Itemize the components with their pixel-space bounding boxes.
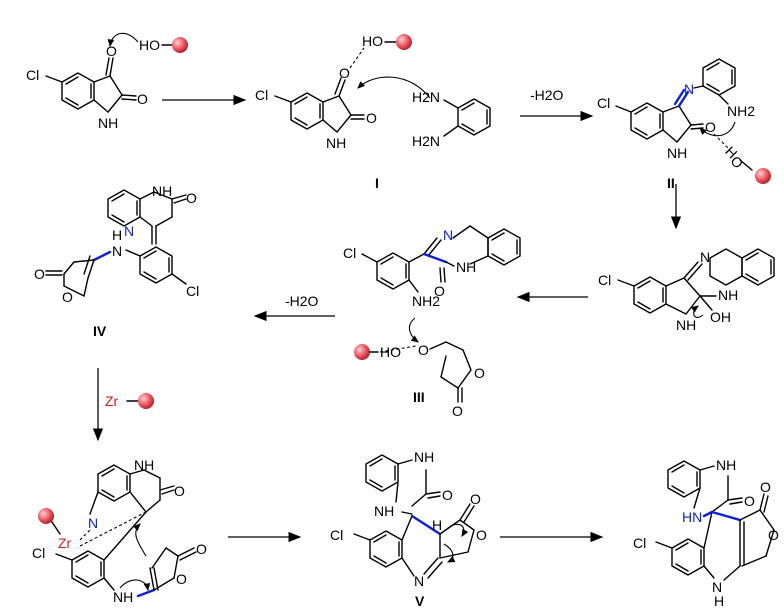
catalyst-zr: Zr: [105, 393, 154, 409]
structure-intermediate-iii: Cl N NH O NH2 HO O O O: [343, 225, 521, 419]
compound-label-ii: II: [667, 175, 675, 191]
label-n: N: [124, 223, 134, 239]
label-hn: HN: [682, 509, 702, 525]
label-nh: NH: [676, 317, 696, 333]
structure-o-phenylenediamine: H2N H2N: [412, 89, 491, 149]
label-cl: Cl: [186, 283, 199, 299]
catalyst-sphere-icon: [354, 344, 370, 360]
catalyst-sphere-icon: [172, 37, 188, 53]
label-o: O: [137, 91, 148, 107]
label-n: N: [712, 579, 722, 595]
label-n: N: [112, 243, 122, 259]
catalyst-sphere-icon: [38, 508, 54, 524]
compound-label-v: V: [415, 593, 425, 609]
structure-chloroisatin: Cl O O NH: [26, 43, 148, 131]
label-o: O: [186, 190, 197, 206]
label-nh: NH: [152, 183, 172, 199]
structure-intermediate-i: Cl O O NH HO: [255, 33, 431, 151]
condition-dehydration: -H2O: [285, 293, 319, 309]
structure-zr-complex: NH O N Zr Cl NH O O: [32, 457, 207, 605]
structure-final-product: NH HN O Cl N H O O: [633, 457, 779, 609]
label-nh: NH: [716, 457, 736, 473]
label-nh: NH: [113, 589, 133, 605]
label-cl: Cl: [255, 87, 268, 103]
catalyst-sphere-icon: [396, 34, 412, 50]
label-cl: Cl: [343, 245, 356, 261]
label-o: O: [366, 110, 377, 126]
label-n: N: [443, 227, 453, 243]
label-nh: NH: [374, 503, 394, 519]
label-o: O: [34, 266, 45, 282]
label-nh2: NH2: [412, 293, 440, 309]
label-o: O: [474, 365, 485, 381]
label-n: N: [414, 573, 424, 589]
label-h2n: H2N: [412, 89, 440, 105]
label-h: H: [112, 227, 122, 243]
label-o: O: [434, 283, 445, 299]
label-nh: NH: [326, 135, 346, 151]
catalyst-ho: HO: [107, 32, 188, 53]
catalyst-sphere-icon: [138, 393, 154, 409]
label-cl: Cl: [32, 545, 45, 561]
structure-cyclized-intermediate: Cl N NH OH NH: [598, 248, 775, 333]
label-o: O: [418, 342, 429, 358]
structure-intermediate-ii: Cl N NH2 O NH H O: [597, 58, 771, 184]
compound-label-iv: IV: [93, 323, 107, 339]
label-o: O: [760, 479, 771, 495]
label-cl: Cl: [26, 67, 39, 83]
label-nh: NH: [98, 115, 118, 131]
condition-dehydration: -H2O: [530, 87, 564, 103]
label-zr: Zr: [58, 535, 72, 551]
label-oh: OH: [710, 309, 731, 325]
label-o: O: [705, 119, 716, 135]
label-nh: NH: [414, 449, 434, 465]
label-n: N: [88, 515, 98, 531]
label-o: O: [470, 491, 481, 507]
label-o: O: [768, 527, 779, 543]
label-nh: NH: [718, 287, 738, 303]
label-nh: NH: [134, 457, 154, 473]
label-o: O: [176, 571, 187, 587]
label-o: O: [62, 289, 73, 305]
label-cl: Cl: [633, 535, 646, 551]
catalyst-sphere-icon: [755, 168, 771, 184]
label-cl: Cl: [598, 272, 611, 288]
label-nh: NH: [667, 145, 687, 161]
label-zr: Zr: [105, 393, 119, 409]
compound-label-iii: III: [413, 389, 425, 405]
label-h2n: H2N: [412, 133, 440, 149]
compound-label-i: I: [375, 175, 379, 191]
label-cl: Cl: [330, 527, 343, 543]
label-o: O: [442, 487, 453, 503]
label-o: O: [174, 483, 185, 499]
label-ho: HO: [362, 33, 383, 49]
label-o: O: [476, 527, 487, 543]
label-h: H: [432, 517, 442, 533]
label-o: O: [744, 493, 755, 509]
structure-intermediate-v: NH NH O Cl N H O O: [330, 449, 487, 589]
label-n: N: [684, 81, 694, 97]
structure-intermediate-iv: NH N O Cl H N O O: [34, 183, 199, 305]
label-o: O: [339, 65, 350, 81]
label-ho: HO: [380, 344, 401, 360]
label-ho: HO: [139, 37, 160, 53]
label-cl: Cl: [597, 95, 610, 111]
label-h: H: [714, 593, 724, 609]
label-nh: NH: [456, 259, 476, 275]
label-nh2: NH2: [727, 103, 755, 119]
label-o: O: [452, 403, 463, 419]
label-n: N: [700, 249, 710, 265]
label-o: O: [106, 43, 117, 59]
label-o: O: [196, 541, 207, 557]
